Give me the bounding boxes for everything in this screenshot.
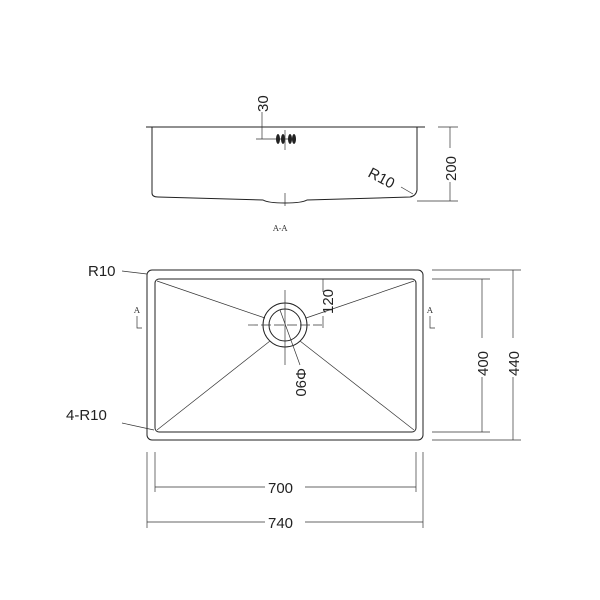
section-marker-right: A xyxy=(426,306,435,329)
svg-text:A: A xyxy=(133,306,140,315)
dim-740-label: 740 xyxy=(268,515,293,532)
drain-diameter-label: Φ90 xyxy=(292,368,309,397)
dim-440-label: 440 xyxy=(506,351,523,376)
r10-section-label: R10 xyxy=(365,165,397,193)
corner-radius-label: 4-R10 xyxy=(66,407,107,424)
r10-top-label: R10 xyxy=(88,263,116,280)
outer-rim xyxy=(146,269,424,441)
slope-lines xyxy=(156,280,415,431)
dim-120-label: 120 xyxy=(320,289,337,314)
dim-200-label: 200 xyxy=(443,156,460,181)
inner-bowl xyxy=(154,278,417,433)
plan-view: 120 Φ90 R10 4-R10 A A 400 440 700 xyxy=(66,263,523,532)
svg-text:A: A xyxy=(426,306,433,315)
section-view: 30 200 R10 A-A xyxy=(146,95,460,233)
section-label: A-A xyxy=(272,224,287,233)
dim-400-label: 400 xyxy=(475,351,492,376)
overflow-icon xyxy=(276,134,296,144)
section-marker-left: A xyxy=(133,306,142,329)
dim-30-label: 30 xyxy=(255,95,272,112)
dim-700-label: 700 xyxy=(268,480,293,497)
drain-icon xyxy=(248,290,322,366)
